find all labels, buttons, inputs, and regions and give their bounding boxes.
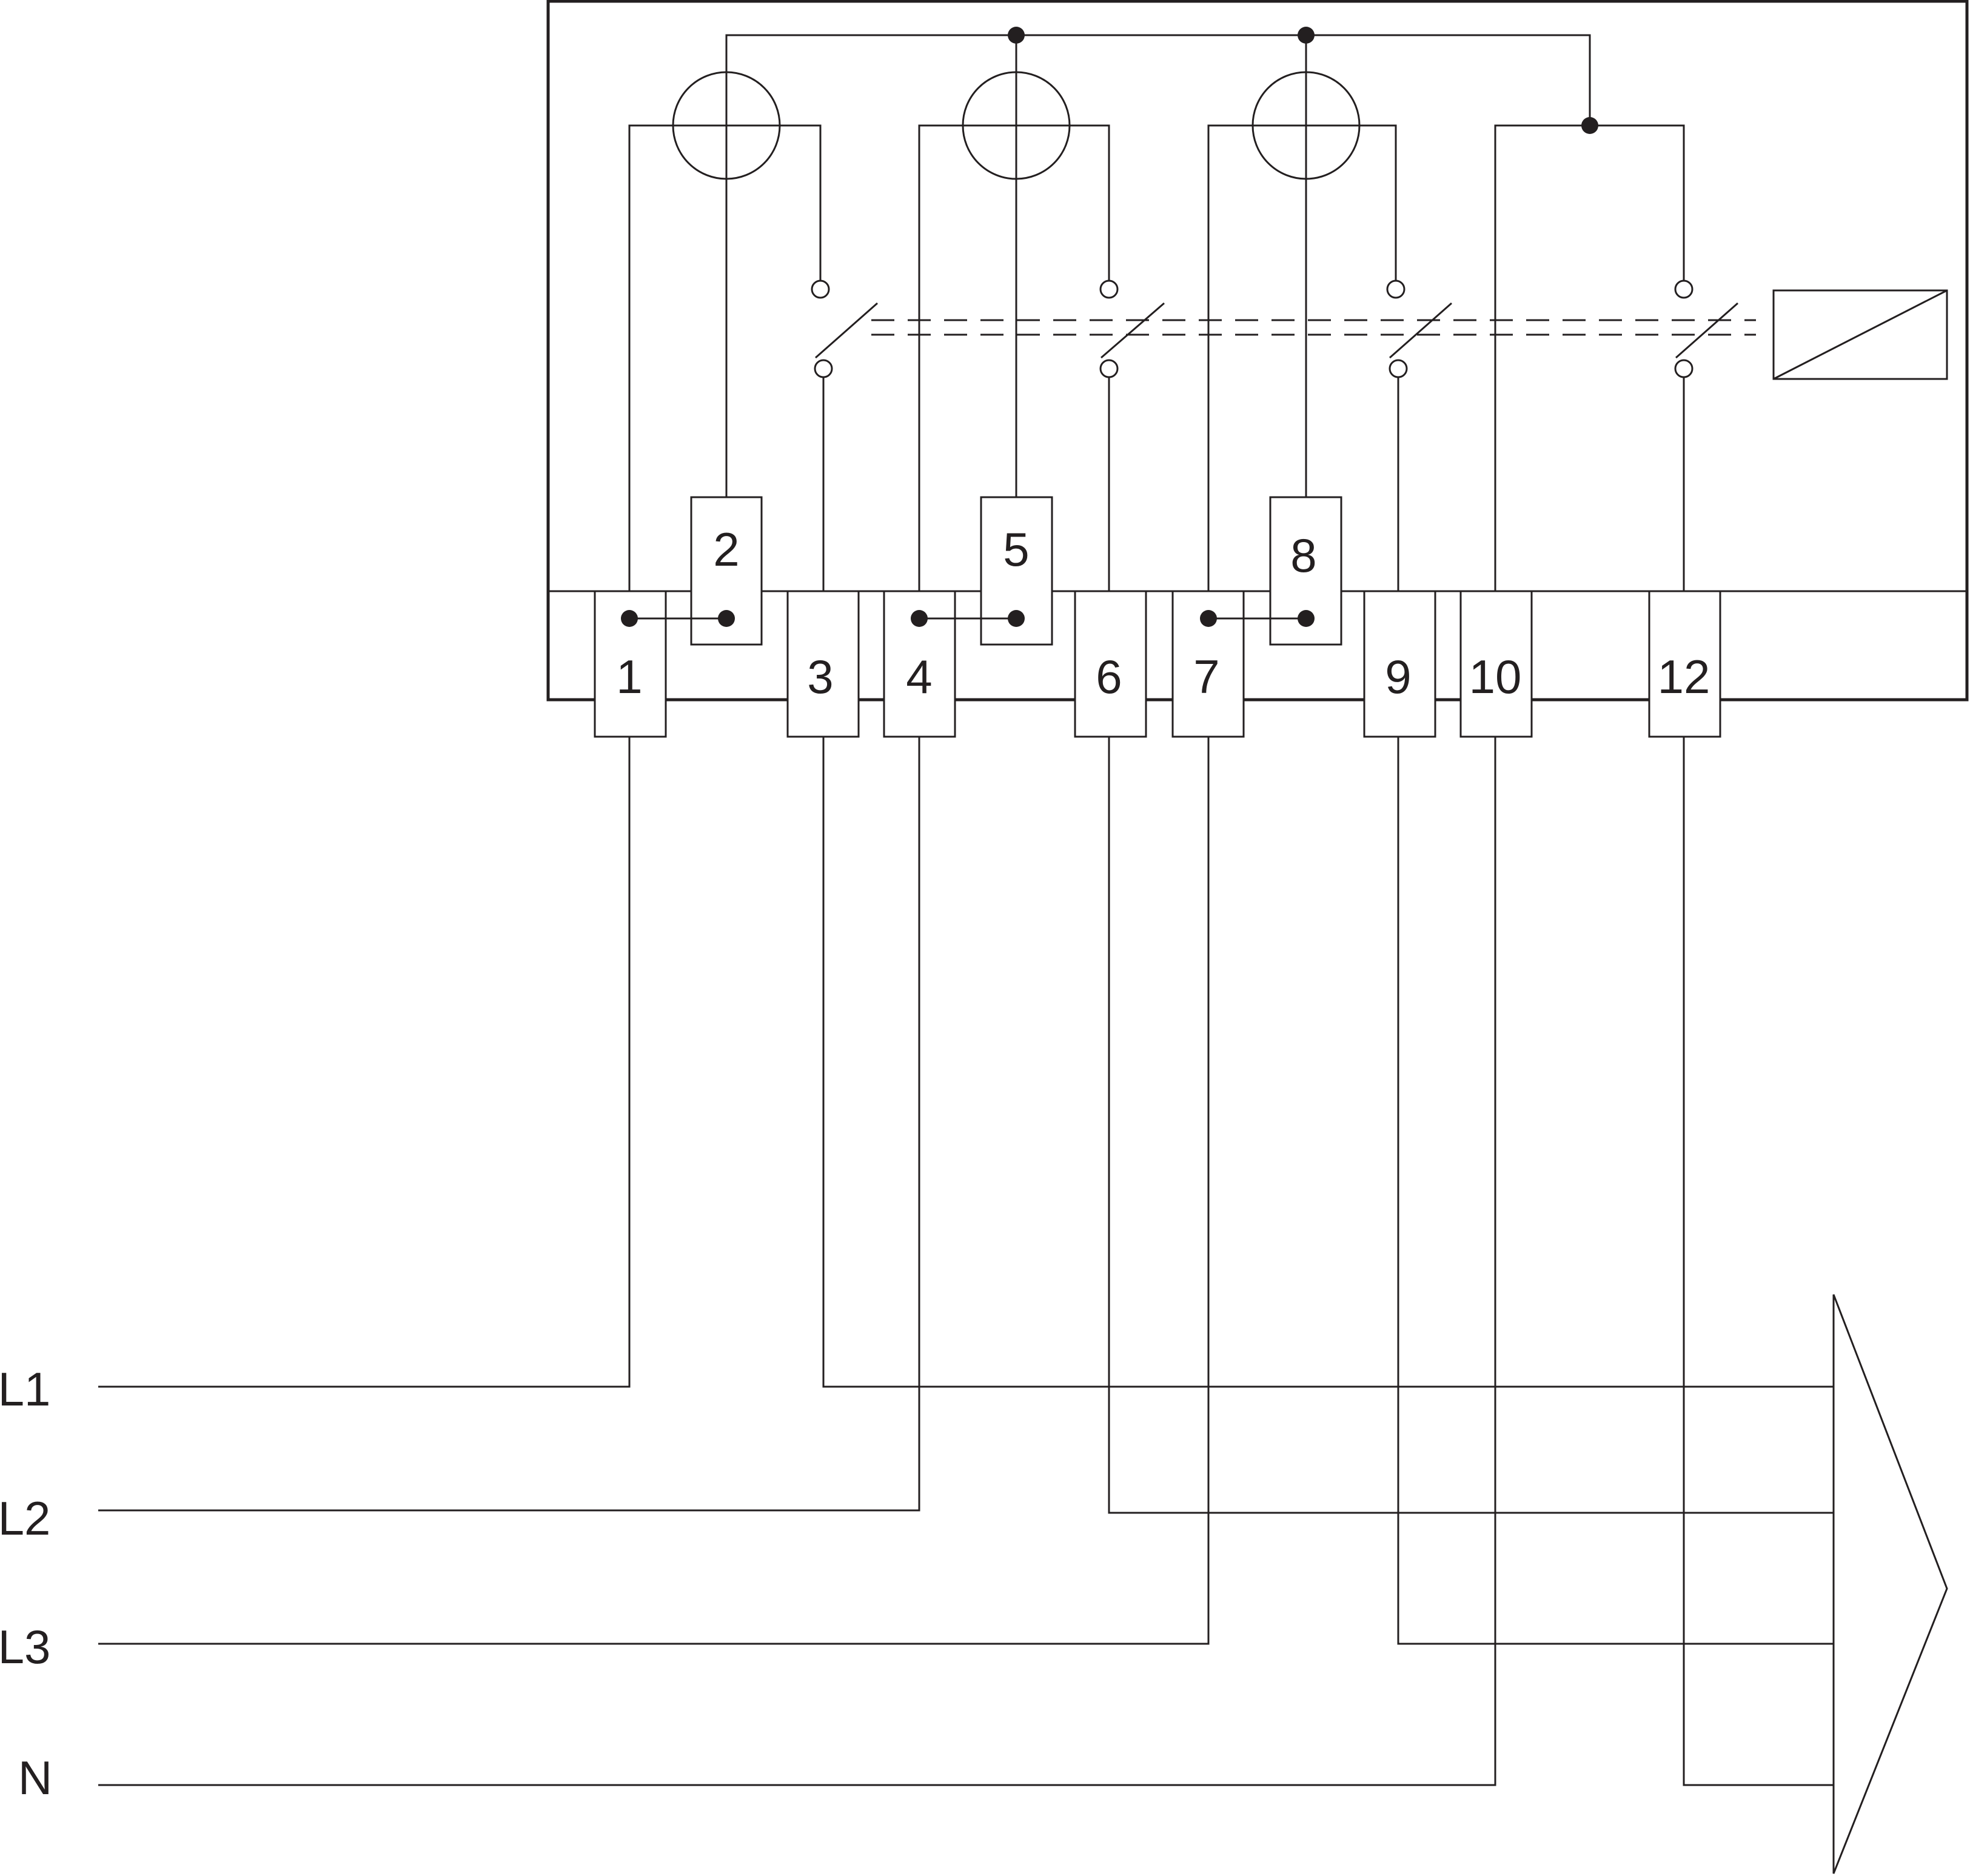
load-arrow xyxy=(1832,1294,1948,1874)
terminal-4-label: 4 xyxy=(906,650,932,703)
terminal-1-label: 1 xyxy=(616,650,642,703)
load-wiring xyxy=(822,737,1834,1786)
terminal-1: 1 xyxy=(594,590,667,738)
terminal-2-label: 2 xyxy=(713,523,739,576)
terminal-9-label: 9 xyxy=(1385,650,1411,703)
relay-coil xyxy=(1772,289,1948,380)
terminal-6: 6 xyxy=(1074,590,1147,738)
current-transformer-2 xyxy=(918,35,1110,618)
supply-wiring xyxy=(98,737,1496,1786)
line-label-l1: L1 xyxy=(0,1362,50,1416)
device-enclosure xyxy=(546,0,1969,702)
terminal-12-label: 12 xyxy=(1658,650,1710,703)
line-label-l3: L3 xyxy=(0,1620,50,1673)
terminal-3: 3 xyxy=(786,590,860,738)
line-label-n: N xyxy=(18,1751,52,1804)
terminal-10: 10 xyxy=(1459,590,1533,738)
current-transformer-3 xyxy=(1207,35,1399,618)
current-transformer-1 xyxy=(628,35,825,618)
terminal-5-label: 5 xyxy=(1003,523,1029,576)
terminal-3-label: 3 xyxy=(807,650,833,703)
terminal-6-label: 6 xyxy=(1096,650,1122,703)
line-label-l2: L2 xyxy=(0,1492,50,1545)
terminal-9: 9 xyxy=(1363,590,1436,738)
terminal-8-label: 8 xyxy=(1290,529,1316,582)
terminal-10-label: 10 xyxy=(1469,650,1522,703)
terminal-bridges xyxy=(621,610,1315,627)
relay-contacts xyxy=(811,280,1756,378)
terminal-7-label: 7 xyxy=(1193,650,1219,703)
terminal-12: 12 xyxy=(1648,590,1721,738)
